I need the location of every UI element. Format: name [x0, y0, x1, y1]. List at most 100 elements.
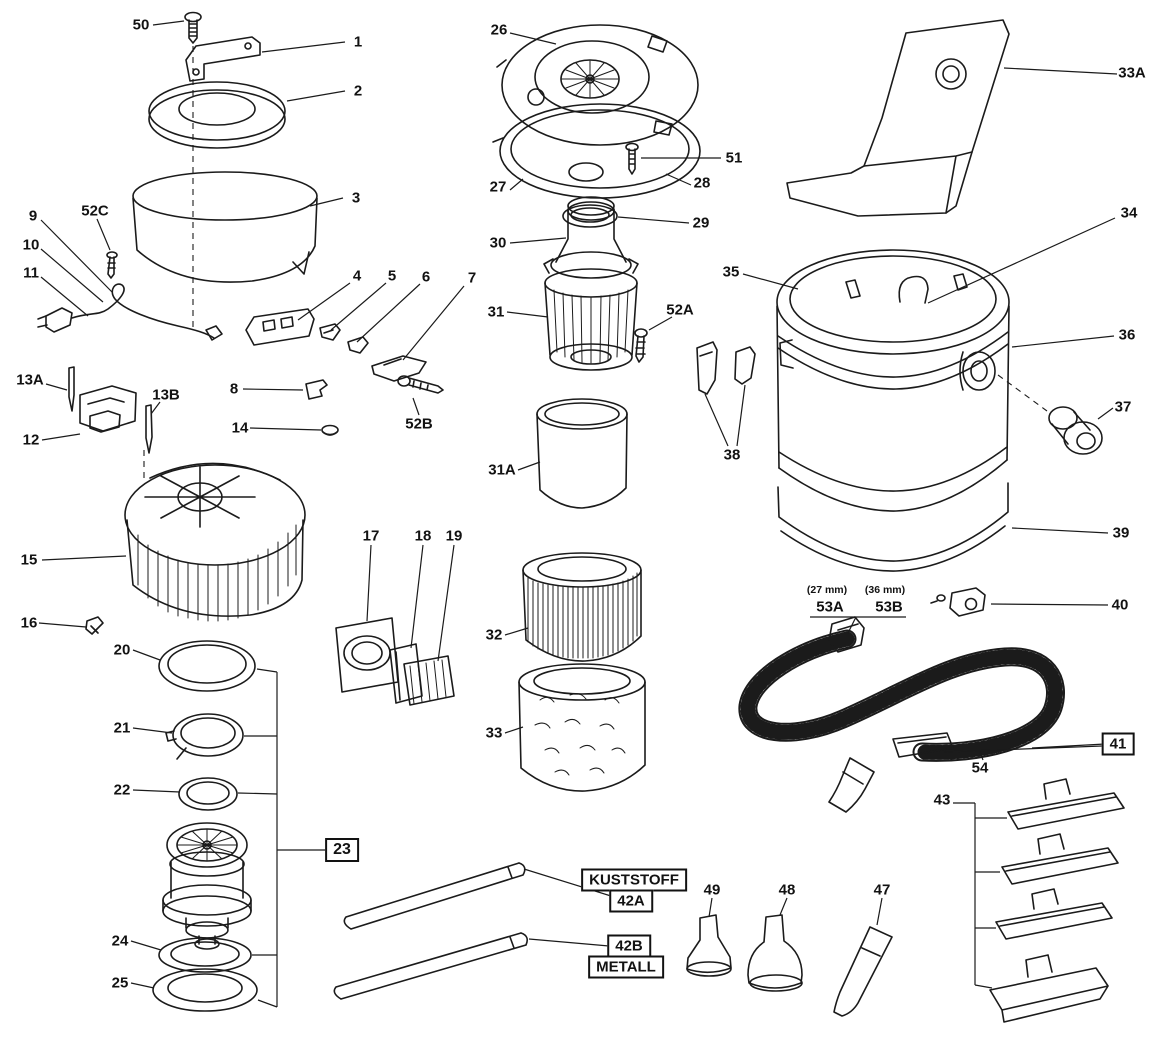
- part-48-bell-nozzle: [747, 914, 803, 992]
- callout-53a: 53A: [816, 598, 844, 616]
- callout-39: 39: [1112, 524, 1130, 542]
- callout-33a: 33A: [1118, 64, 1146, 82]
- callout-6: 6: [421, 268, 431, 286]
- callout-42a: 42A: [609, 889, 653, 913]
- hose-handgrip: [892, 732, 954, 758]
- part-16-clip: [85, 616, 104, 635]
- part-24-ring: [158, 937, 252, 973]
- callout-28: 28: [693, 174, 711, 192]
- part-53-54-hose: [738, 616, 1065, 813]
- part-23-motor-assembly: [162, 822, 252, 950]
- callout-42b: 42B: [607, 934, 651, 958]
- part-18-plate: [389, 643, 423, 704]
- callout-40: 40: [1111, 596, 1129, 614]
- part-51-screw: [625, 142, 639, 175]
- part-27-gasket-plate: [492, 103, 701, 199]
- part-32-pleated-filter: [522, 552, 642, 662]
- part-15-fan-housing: [124, 462, 306, 622]
- part-7-bracket: [371, 355, 427, 382]
- callout-33: 33: [485, 724, 503, 742]
- callout-54: 54: [971, 759, 989, 777]
- part-52c-screw: [106, 251, 118, 279]
- annotation-27mm: (27 mm): [806, 583, 848, 596]
- part-2-ring: [148, 81, 286, 149]
- part-20-ring: [158, 640, 256, 692]
- part-19-finned-element: [403, 655, 455, 706]
- part-3-cover: [132, 171, 318, 283]
- part-38-latch-clips: [696, 341, 756, 395]
- callout-37: 37: [1114, 398, 1132, 416]
- part-12-bracket: [79, 385, 137, 433]
- annotation-metall: METALL: [588, 955, 664, 979]
- callout-12: 12: [22, 431, 40, 449]
- callout-52b: 52B: [405, 415, 433, 433]
- callout-13a: 13A: [16, 371, 44, 389]
- callout-30: 30: [489, 234, 507, 252]
- part-52b-screw: [397, 375, 444, 394]
- part-14-cap: [321, 424, 339, 436]
- callout-26: 26: [490, 21, 508, 39]
- callout-3: 3: [351, 189, 361, 207]
- callout-29: 29: [692, 214, 710, 232]
- part-39-base-ring: [777, 482, 1009, 572]
- callout-49: 49: [703, 881, 721, 899]
- callout-10: 10: [22, 236, 40, 254]
- part-49-utility-nozzle: [686, 914, 732, 977]
- part-30-float-tube: [543, 196, 639, 279]
- callout-24: 24: [111, 932, 129, 950]
- callout-31: 31: [487, 303, 505, 321]
- callout-11: 11: [23, 264, 39, 282]
- annotation-36mm: (36 mm): [864, 583, 906, 596]
- part-50-screw: [184, 11, 202, 44]
- callout-47: 47: [873, 881, 891, 899]
- hose-elbow: [828, 757, 875, 813]
- annotation-kuststoff: KUSTSTOFF: [581, 868, 687, 892]
- callout-41: 41: [1101, 732, 1135, 756]
- callout-34: 34: [1120, 204, 1138, 222]
- part-4-switch: [245, 308, 315, 346]
- part-6-clip: [347, 336, 369, 354]
- callout-52a: 52A: [666, 301, 694, 319]
- callout-15: 15: [20, 551, 38, 569]
- part-9-10-11-power-cord: [37, 283, 223, 341]
- callout-21: 21: [113, 719, 131, 737]
- assembly-axis-lines: [143, 46, 1048, 478]
- callout-31a: 31A: [488, 461, 516, 479]
- callout-51: 51: [725, 149, 743, 167]
- part-25-ring: [152, 968, 258, 1012]
- callout-13b: 13B: [152, 386, 180, 404]
- callout-18: 18: [414, 527, 432, 545]
- callout-48: 48: [778, 881, 796, 899]
- part-40-caster: [930, 587, 986, 617]
- part-31a-sleeve: [536, 398, 628, 509]
- part-37-coupler: [1048, 406, 1103, 455]
- part-5-clip: [319, 323, 341, 341]
- callout-50: 50: [132, 16, 150, 34]
- callout-52c: 52C: [81, 202, 109, 220]
- callout-16: 16: [20, 614, 38, 632]
- callout-38: 38: [723, 446, 741, 464]
- part-13b-pin: [145, 404, 153, 454]
- part-52a-screw: [634, 328, 648, 363]
- callout-1: 1: [353, 33, 363, 51]
- callout-8: 8: [229, 380, 239, 398]
- part-31-float-cage: [544, 268, 638, 371]
- callout-25: 25: [111, 974, 129, 992]
- part-42-extension-tubes: [333, 862, 528, 1000]
- callout-2: 2: [353, 82, 363, 100]
- part-1-handle-bracket: [185, 36, 261, 82]
- part-17-plate: [335, 617, 399, 693]
- part-35-36-tank: [776, 249, 1010, 512]
- callout-36: 36: [1118, 326, 1136, 344]
- callout-20: 20: [113, 641, 131, 659]
- callout-7: 7: [467, 269, 477, 287]
- callout-5: 5: [387, 267, 397, 285]
- part-8-clip: [305, 379, 328, 400]
- callout-27: 27: [489, 178, 507, 196]
- part-43-floor-nozzles: [989, 778, 1125, 1023]
- callout-19: 19: [445, 527, 463, 545]
- part-21-ring: [165, 713, 244, 760]
- part-34-handle: [898, 275, 929, 304]
